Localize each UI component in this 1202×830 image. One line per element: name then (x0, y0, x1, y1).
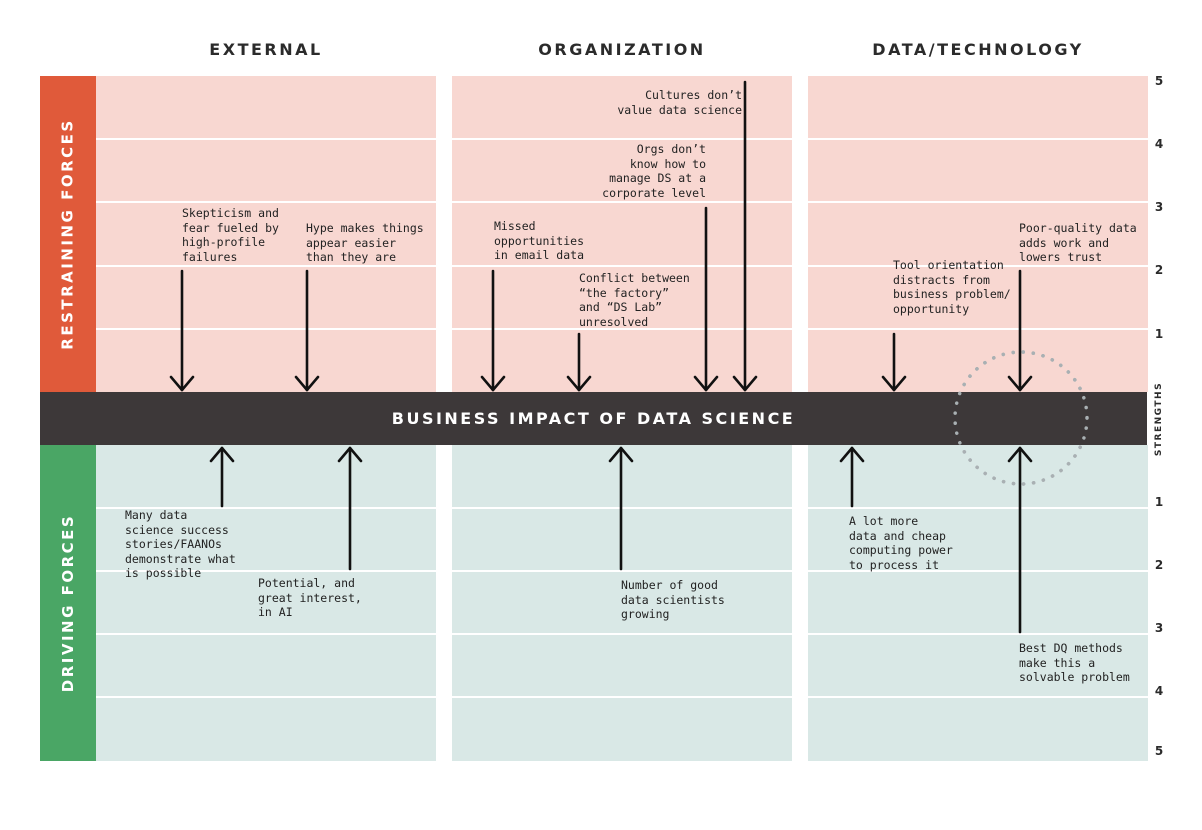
panel-restraining-0 (96, 76, 436, 392)
driving-arrowhead-1 (337, 446, 363, 463)
restraining-note-poor-quality-data: Poor-quality data adds work and lowers t… (1019, 221, 1137, 264)
scale-bottom-5: 5 (1154, 744, 1164, 758)
restraining-note-skepticism: Skepticism and fear fueled by high-profi… (182, 206, 279, 264)
business-impact-band: BUSINESS IMPACT OF DATA SCIENCE (40, 392, 1147, 445)
restraining-arrowhead-6 (881, 375, 907, 392)
panel-driving-2 (808, 445, 1148, 761)
scale-bottom-4: 4 (1154, 684, 1164, 698)
strengths-text: STRENGTHS (1154, 381, 1164, 457)
panel-restraining-1 (452, 76, 792, 392)
driving-arrowhead-4 (1007, 446, 1033, 463)
driving-arrowhead-0 (209, 446, 235, 463)
scale-bottom-2: 2 (1154, 558, 1164, 572)
column-title-organization: ORGANIZATION (538, 40, 706, 59)
restraining-arrowhead-5 (732, 375, 758, 392)
scale-top-3: 3 (1154, 200, 1164, 214)
business-impact-label: BUSINESS IMPACT OF DATA SCIENCE (391, 409, 796, 428)
panel-driving-0 (96, 445, 436, 761)
highlight-circle-overlay (953, 350, 1089, 486)
restraining-note-tool-orientation: Tool orientation distracts from business… (893, 258, 1011, 316)
scale-bottom-1: 1 (1154, 495, 1164, 509)
scale-bottom-3: 3 (1154, 621, 1164, 635)
column-title-external: EXTERNAL (209, 40, 323, 59)
driving-bar (40, 445, 96, 761)
panel-backgrounds (96, 76, 1148, 761)
force-arrows (169, 80, 1033, 634)
restraining-note-hype: Hype makes things appear easier than the… (306, 221, 424, 264)
restraining-note-missed-opportunities: Missed opportunities in email data (494, 219, 585, 262)
driving-note-success-stories: Many data science success stories/FAANOs… (125, 508, 236, 580)
restraining-arrowhead-2 (480, 375, 506, 392)
driving-note-dq-methods: Best DQ methods make this a solvable pro… (1019, 641, 1130, 684)
strengths-label: STRENGTHS (1139, 382, 1179, 456)
driving-note-data-scientists: Number of good data scientists growing (621, 578, 725, 621)
driving-arrowhead-2 (608, 446, 634, 463)
restraining-arrowhead-1 (294, 375, 320, 392)
restraining-arrowhead-4 (693, 375, 719, 392)
driving-note-potential-ai: Potential, and great interest, in AI (258, 576, 362, 619)
scale-top-5: 5 (1154, 74, 1164, 88)
driving-note-data-computing: A lot more data and cheap computing powe… (849, 514, 953, 572)
scale-top-4: 4 (1154, 137, 1164, 151)
panel-restraining-2 (808, 76, 1148, 392)
restraining-note-cultures: Cultures don’t value data science (617, 88, 742, 117)
column-title-data-technology: DATA/TECHNOLOGY (872, 40, 1084, 59)
restraining-arrowhead-3 (566, 375, 592, 392)
restraining-note-conflict: Conflict between “the factory” and “DS L… (579, 271, 690, 329)
restraining-note-orgs-dont-know: Orgs don’t know how to manage DS at a co… (602, 142, 706, 200)
scale-top-2: 2 (1154, 263, 1164, 277)
restraining-arrowhead-0 (169, 375, 195, 392)
scale-top-1: 1 (1154, 327, 1164, 341)
gridlines (96, 138, 1148, 698)
driving-arrowhead-3 (839, 446, 865, 463)
restraining-arrowhead-7 (1007, 375, 1033, 392)
restraining-bar (40, 76, 96, 392)
